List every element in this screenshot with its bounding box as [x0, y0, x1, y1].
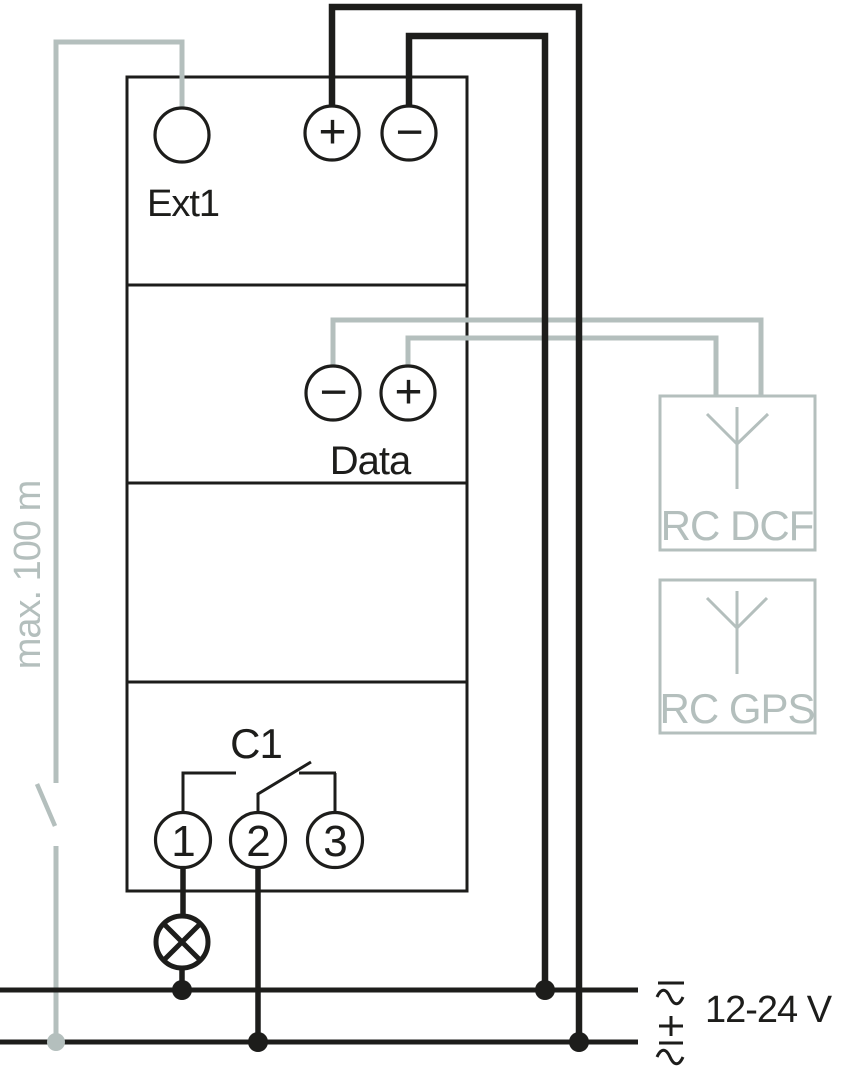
rc-gps-label: RC GPS: [659, 685, 814, 732]
switch-contact-icon: [34, 783, 58, 827]
plus-minus-or-ac-icon: [655, 1016, 685, 1066]
power-plus-sign: +: [318, 106, 345, 159]
plus-sign: [659, 1016, 683, 1036]
data-plus-terminal: [379, 364, 437, 422]
ext1-terminal: [153, 106, 211, 164]
max-cable-length-label: max. 100 m: [7, 481, 49, 670]
lamp-icon-cross: [161, 921, 203, 963]
antenna-icon: [705, 591, 769, 674]
power-plus-wire: [328, 3, 583, 1042]
antenna-icon: [705, 407, 770, 489]
contact-2-terminal: [228, 810, 288, 870]
contact-1-label: 1: [171, 817, 194, 866]
power-minus-terminal: [380, 104, 438, 162]
power-plus-terminal: [303, 104, 361, 162]
power-minus-sign: −: [395, 106, 422, 159]
contact-3-label: 3: [323, 817, 346, 866]
data-minus-terminal: [304, 364, 362, 422]
relay-contact1-line: [181, 771, 236, 813]
contact-2-label: 2: [246, 817, 269, 866]
ext1-label: Ext1: [147, 183, 219, 225]
contact-1-terminal: [153, 810, 213, 870]
contact-3-terminal: [305, 810, 365, 870]
data-minus-sign: −: [319, 366, 346, 419]
junction-dot: [248, 1032, 268, 1052]
relay-label: C1: [230, 720, 282, 767]
rc-dcf-label: RC DCF: [661, 502, 814, 549]
relay-blade-line: [256, 760, 312, 813]
minus-or-ac-icon: [655, 981, 685, 1006]
junction-dot-gray: [47, 1033, 65, 1051]
ext1-wire: [53, 39, 185, 783]
junction-dot: [535, 980, 555, 1000]
relay-contact3-line: [299, 771, 337, 813]
power-minus-wire: [405, 32, 549, 990]
ac-tilde: [655, 1048, 685, 1066]
ac-tilde: [655, 988, 685, 1006]
junction-dot: [172, 980, 192, 1000]
data-plus-sign: +: [394, 366, 421, 419]
data-plus-wire: [405, 335, 719, 397]
junction-dot: [569, 1032, 589, 1052]
data-label: Data: [330, 439, 412, 483]
supply-voltage-label: 12-24 V: [705, 989, 833, 1031]
